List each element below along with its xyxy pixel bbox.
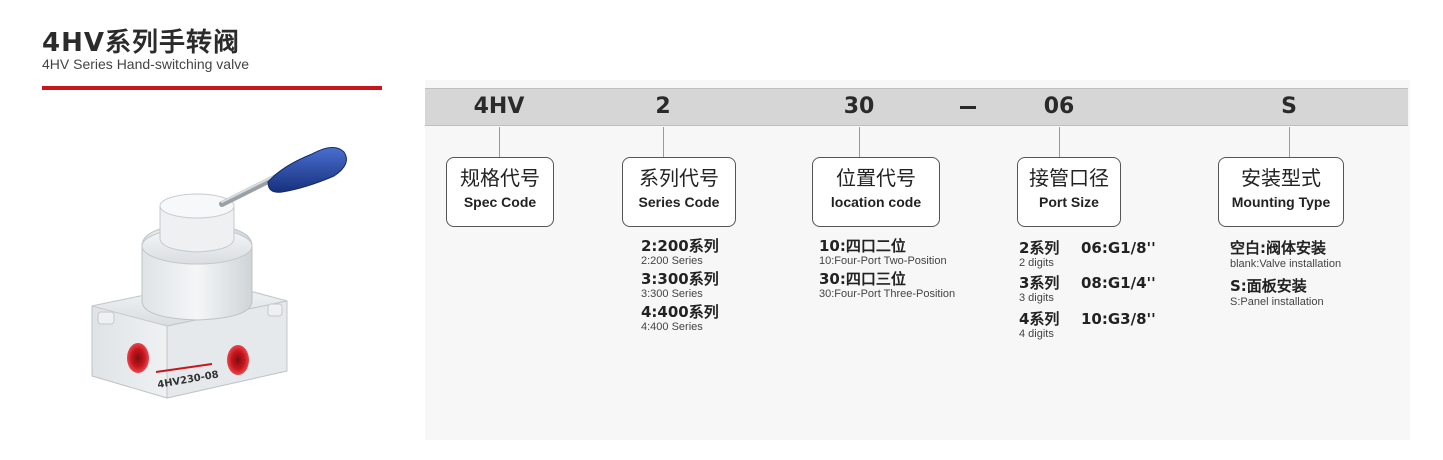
series-code-box: 系列代号 Series Code [622,157,736,227]
box-label-cn: 位置代号 [836,166,916,190]
location-option-sub: 30:Four-Port Three-Position [819,288,956,300]
series-option-main: 4:400系列 [641,303,719,321]
port-option-size: 06:G1/8'' [1081,239,1156,257]
ordering-code-panel [425,80,1410,440]
ordering-code-bar [425,88,1408,126]
series-option-main: 2:200系列 [641,237,719,255]
location-code-box: 位置代号 location code [812,157,940,227]
mounting-option-sub: S:Panel installation [1230,296,1324,308]
location-option-main: 30:四口三位 [819,270,906,288]
page-subtitle: 4HV Series Hand-switching valve [42,56,249,72]
port-option-series: 3系列 [1019,274,1060,292]
port-size-box: 接管口径 Port Size [1017,157,1121,227]
mounting-option-sub: blank:Valve installation [1230,258,1342,270]
box-label-cn: 接管口径 [1029,166,1109,190]
box-label-cn: 系列代号 [639,166,719,190]
location-option-main: 10:四口二位 [819,237,906,255]
series-option-sub: 3:300 Series [641,288,703,300]
box-label-en: Mounting Type [1231,194,1331,210]
port-option-series: 2系列 [1019,239,1060,257]
connector-line [1289,127,1290,157]
connector-line [663,127,664,157]
code-segment-port: 06 [1043,94,1075,119]
series-option-main: 3:300系列 [641,270,719,288]
box-label-en: location code [830,194,922,210]
code-segment-spec: 4HV [473,94,525,119]
box-label-cn: 规格代号 [460,166,540,190]
port-option-digits: 3 digits [1019,292,1054,304]
port-option-digits: 4 digits [1019,328,1054,340]
port-option-size: 10:G3/8'' [1081,310,1156,328]
box-label-en: Port Size [1039,194,1099,210]
port-option-size: 08:G1/4'' [1081,274,1156,292]
mounting-type-box: 安装型式 Mounting Type [1218,157,1344,227]
location-option-sub: 10:Four-Port Two-Position [819,255,947,267]
connector-line [1059,127,1060,157]
valve-product-image: 4HV230-08 [91,147,347,399]
code-segment-location: 30 [843,94,875,119]
box-label-cn: 安装型式 [1241,166,1321,190]
port-option-digits: 2 digits [1019,257,1054,269]
page-title: 4HV系列手转阀 [42,28,240,58]
box-label-en: Spec Code [463,194,537,210]
mounting-option-main: 空白:阀体安装 [1230,239,1326,257]
box-label-en: Series Code [638,194,720,210]
mounting-option-main: S:面板安装 [1230,277,1307,295]
port-option-series: 4系列 [1019,310,1060,328]
series-option-sub: 2:200 Series [641,255,703,267]
spec-code-box: 规格代号 Spec Code [446,157,554,227]
series-option-sub: 4:400 Series [641,321,703,333]
code-segment-series: 2 [655,94,671,119]
connector-line [859,127,860,157]
connector-line [499,127,500,157]
title-underline [42,86,382,90]
code-segment-mounting: S [1281,94,1297,119]
code-separator-dash [960,106,976,109]
